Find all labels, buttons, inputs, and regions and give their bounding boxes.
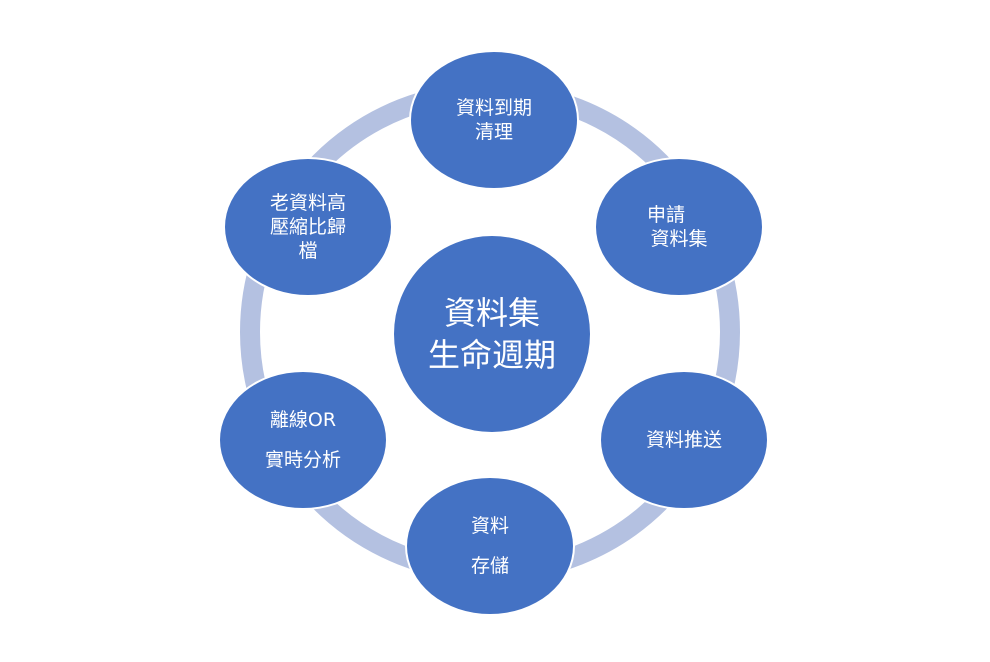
node-archive-old-data-line-1: 老資料高 (269, 192, 346, 214)
node-archive-old-data: 老資料高 壓縮比歸 檔 (223, 157, 393, 297)
node-offline-realtime-analysis-line-1: 離線OR (269, 409, 337, 431)
node-expire-cleanup: 資料到期 清理 (409, 50, 579, 190)
node-archive-old-data-line-2: 壓縮比歸 (269, 216, 346, 238)
node-apply-dataset-line-1: 申請 (646, 204, 685, 226)
node-apply-dataset-line-2: 資料集 (650, 228, 708, 250)
node-data-push-line-1: 資料推送 (645, 429, 722, 451)
center-node-dataset-lifecycle: 資料集 生命週期 (392, 234, 592, 434)
node-data-push: 資料推送 (599, 370, 769, 510)
node-data-storage-line-1: 資料 (470, 515, 509, 537)
node-offline-realtime-analysis: 離線OR 實時分析 (218, 370, 388, 510)
center-title-line-2: 生命週期 (427, 336, 556, 374)
center-title-line-1: 資料集 (443, 294, 540, 332)
node-expire-cleanup-line-2: 清理 (474, 121, 513, 143)
node-data-storage-line-2: 存儲 (470, 555, 509, 577)
node-data-storage: 資料 存儲 (405, 476, 575, 616)
node-offline-realtime-analysis-line-2: 實時分析 (264, 449, 341, 471)
node-archive-old-data-line-3: 檔 (298, 240, 318, 262)
node-expire-cleanup-line-1: 資料到期 (455, 97, 532, 119)
node-apply-dataset: 申請 資料集 (594, 157, 764, 297)
